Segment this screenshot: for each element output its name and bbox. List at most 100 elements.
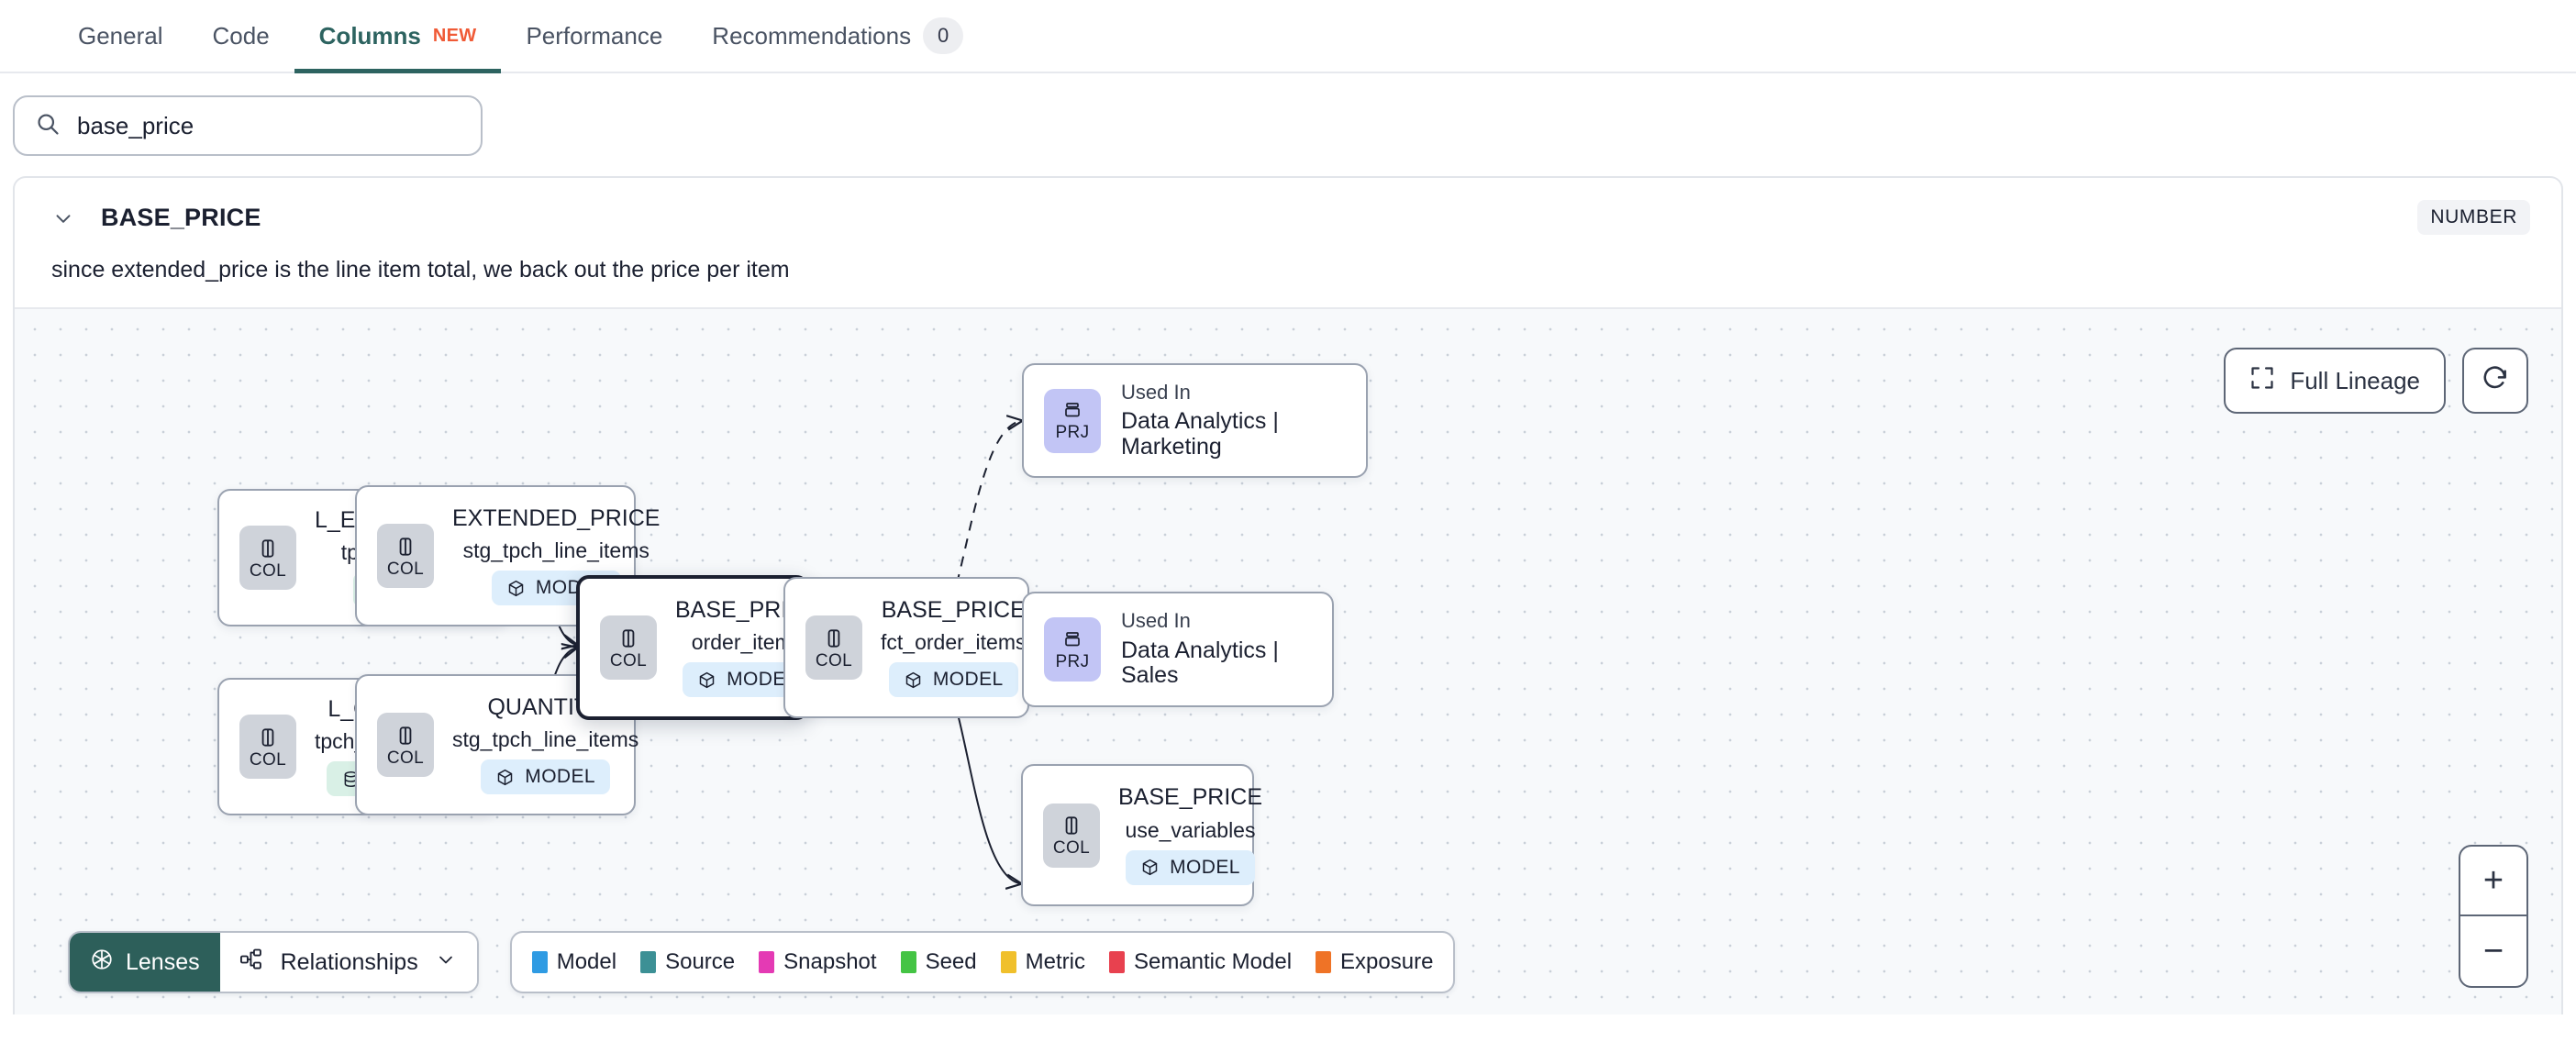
column-icon: [399, 537, 412, 556]
node-body: BASE_PRICE use_variables MODEL: [1100, 785, 1279, 885]
refresh-icon: [2481, 363, 2510, 399]
search-input[interactable]: [77, 111, 461, 140]
cube-icon: [1142, 859, 1158, 876]
legend-swatch: [1000, 951, 1016, 973]
search-icon: [35, 111, 61, 141]
column-icon: [827, 628, 840, 648]
tab-performance[interactable]: Performance: [501, 0, 687, 72]
full-lineage-label: Full Lineage: [2290, 366, 2420, 394]
legend-item-exposure: Exposure: [1316, 949, 1433, 975]
lineage-node-base-price-fct-order-items[interactable]: COL BASE_PRICE fct_order_items MODEL: [783, 577, 1029, 718]
refresh-button[interactable]: [2462, 348, 2528, 414]
col-badge: COL: [377, 524, 434, 588]
node-type-pill: MODEL: [1126, 849, 1255, 885]
relationships-icon: [239, 947, 264, 979]
node-pill-label: MODEL: [727, 669, 797, 691]
chevron-down-icon[interactable]: [435, 948, 457, 977]
prj-badge: PRJ: [1044, 617, 1101, 682]
prj-badge: PRJ: [1044, 388, 1101, 453]
col-badge-label: COL: [815, 650, 853, 671]
column-icon: [261, 538, 274, 558]
legend-label: Source: [665, 949, 736, 974]
zoom-in-button[interactable]: +: [2460, 847, 2526, 916]
lineage-bottom-toolbar: Lenses Relationships: [68, 931, 1456, 993]
legend-item-model: Model: [531, 949, 617, 975]
tab-label: Code: [212, 22, 270, 50]
chevron-down-icon[interactable]: [51, 206, 75, 230]
column-header[interactable]: BASE_PRICE NUMBER: [15, 178, 2561, 235]
node-subtitle: fct_order_items: [881, 630, 1027, 655]
lineage-node-used-in-sales[interactable]: PRJ Used In Data Analytics | Sales: [1022, 592, 1334, 707]
node-type-pill: MODEL: [481, 759, 610, 795]
legend-item-snapshot: Snapshot: [759, 949, 877, 975]
col-badge-label: COL: [386, 559, 425, 579]
lineage-node-base-price-order-items[interactable]: COL BASE_PRICE order_items MODEL: [576, 575, 819, 720]
lenses-label: Lenses: [126, 948, 200, 975]
search-area: [0, 73, 2576, 176]
column-name: BASE_PRICE: [101, 204, 261, 231]
prj-badge-label: PRJ: [1055, 651, 1090, 671]
tab-code[interactable]: Code: [188, 0, 294, 72]
column-icon: [399, 726, 412, 745]
col-badge-label: COL: [609, 650, 648, 671]
lenses-button[interactable]: Lenses: [70, 933, 220, 992]
cube-icon: [498, 769, 513, 786]
node-name: BASE_PRICE: [881, 596, 1026, 623]
col-badge: COL: [239, 715, 296, 779]
legend-label: Semantic Model: [1133, 949, 1293, 974]
node-project-name: Data Analytics | Marketing: [1121, 408, 1279, 460]
legend-swatch: [640, 951, 657, 973]
zoom-out-button[interactable]: −: [2482, 931, 2504, 970]
relationships-dropdown[interactable]: Relationships: [219, 933, 477, 992]
search-box[interactable]: [13, 95, 483, 156]
cube-icon: [508, 580, 524, 597]
node-used-in-label: Used In: [1121, 609, 1191, 633]
node-body: QUANTITY stg_tpch_line_items MODEL: [434, 694, 655, 795]
full-lineage-button[interactable]: Full Lineage: [2224, 348, 2446, 414]
lineage-node-base-price-use-variables[interactable]: COL BASE_PRICE use_variables MODEL: [1021, 764, 1262, 906]
tab-recommendations[interactable]: Recommendations 0: [687, 0, 988, 72]
column-panel: BASE_PRICE NUMBER since extended_price i…: [13, 176, 2563, 1014]
node-project-name: Data Analytics | Sales: [1121, 637, 1279, 689]
tab-general[interactable]: General: [53, 0, 188, 72]
lineage-top-controls: Full Lineage: [2224, 348, 2528, 414]
node-pill-label: MODEL: [932, 669, 1004, 691]
legend-label: Snapshot: [783, 949, 877, 974]
recommendations-count-badge: 0: [923, 17, 964, 54]
tab-label: Columns: [318, 22, 421, 50]
legend-swatch: [1108, 951, 1125, 973]
col-badge: COL: [1043, 803, 1100, 868]
col-badge-label: COL: [249, 749, 287, 770]
relationships-label: Relationships: [280, 948, 418, 975]
node-body: Used In Data Analytics | Sales: [1101, 610, 1332, 688]
legend-label: Metric: [1025, 949, 1085, 974]
prj-badge-label: PRJ: [1055, 423, 1090, 442]
column-type-badge: NUMBER: [2417, 200, 2530, 235]
node-body: BASE_PRICE fct_order_items MODEL: [862, 596, 1043, 698]
column-icon: [622, 628, 635, 648]
legend-swatch: [759, 951, 775, 973]
lineage-canvas[interactable]: Full Lineage + − COL: [15, 307, 2561, 1014]
lineage-node-used-in-marketing[interactable]: PRJ Used In Data Analytics | Marketing: [1022, 363, 1368, 478]
expand-icon: [2249, 365, 2275, 397]
col-badge-label: COL: [1052, 838, 1091, 858]
project-icon: [1065, 403, 1080, 417]
node-subtitle: stg_tpch_line_items: [452, 727, 639, 752]
cube-icon: [905, 671, 921, 689]
tab-columns[interactable]: Columns NEW: [294, 0, 502, 73]
zoom-controls[interactable]: + −: [2459, 845, 2528, 988]
tab-label: General: [78, 22, 163, 50]
legend-item-metric: Metric: [1000, 949, 1085, 975]
legend-item-seed: Seed: [900, 949, 977, 975]
legend-swatch: [531, 951, 548, 973]
lenses-group: Lenses Relationships: [68, 931, 479, 993]
legend-label: Model: [556, 949, 617, 974]
column-icon: [261, 727, 274, 747]
legend-label: Seed: [925, 949, 977, 974]
lineage-legend: Model Source Snapshot Seed Metric: [509, 931, 1456, 993]
legend-label: Exposure: [1340, 949, 1434, 974]
aperture-icon: [90, 948, 114, 978]
tab-label: Performance: [526, 22, 663, 50]
node-subtitle: use_variables: [1125, 817, 1256, 842]
col-badge: COL: [805, 615, 862, 680]
